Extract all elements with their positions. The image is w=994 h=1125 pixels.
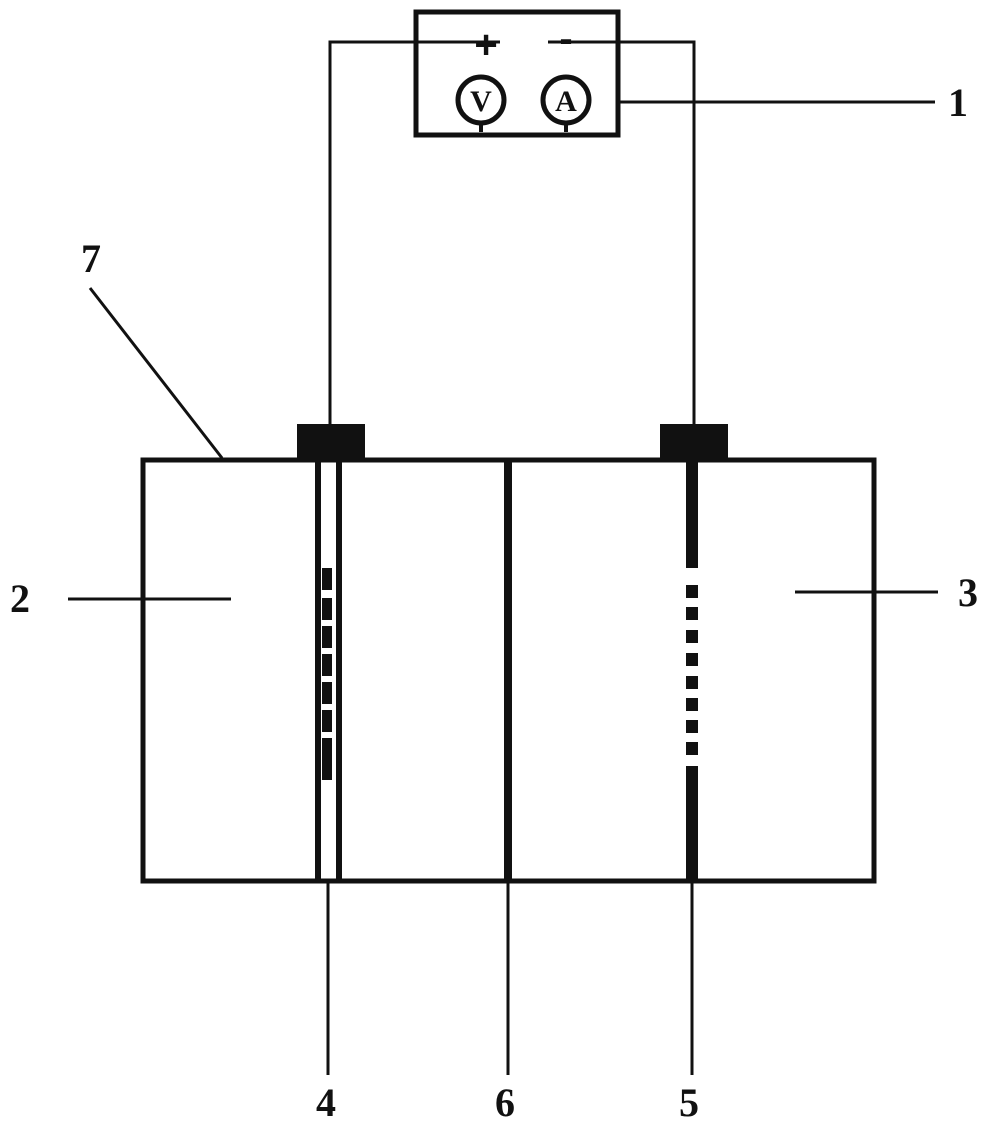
label-anode: 4	[316, 1080, 336, 1125]
label-cathode-chamber: 3	[958, 570, 978, 615]
membrane	[504, 460, 512, 881]
cathode-electrode	[686, 460, 698, 881]
power-supply: + - V A	[413, 9, 621, 138]
negative-wire	[548, 40, 696, 424]
voltmeter-symbol: V	[470, 85, 492, 118]
label-cathode: 5	[679, 1080, 699, 1125]
anode-electrode	[315, 460, 342, 881]
negative-terminal-sign: -	[559, 17, 572, 61]
anode-terminal-cap	[297, 424, 365, 462]
label-container: 7	[81, 236, 101, 281]
voltmeter-icon: V	[455, 74, 507, 132]
cathode-terminal-cap	[660, 424, 728, 462]
positive-wire	[328, 40, 500, 424]
label-membrane: 6	[495, 1080, 515, 1125]
positive-terminal-sign: +	[474, 23, 497, 67]
ammeter-icon: A	[540, 74, 592, 132]
label-anode-chamber: 2	[10, 576, 30, 621]
leader-line-7	[88, 287, 224, 459]
label-power-supply: 1	[948, 80, 968, 125]
power-supply-box	[413, 9, 621, 138]
ammeter-symbol: A	[555, 85, 577, 118]
